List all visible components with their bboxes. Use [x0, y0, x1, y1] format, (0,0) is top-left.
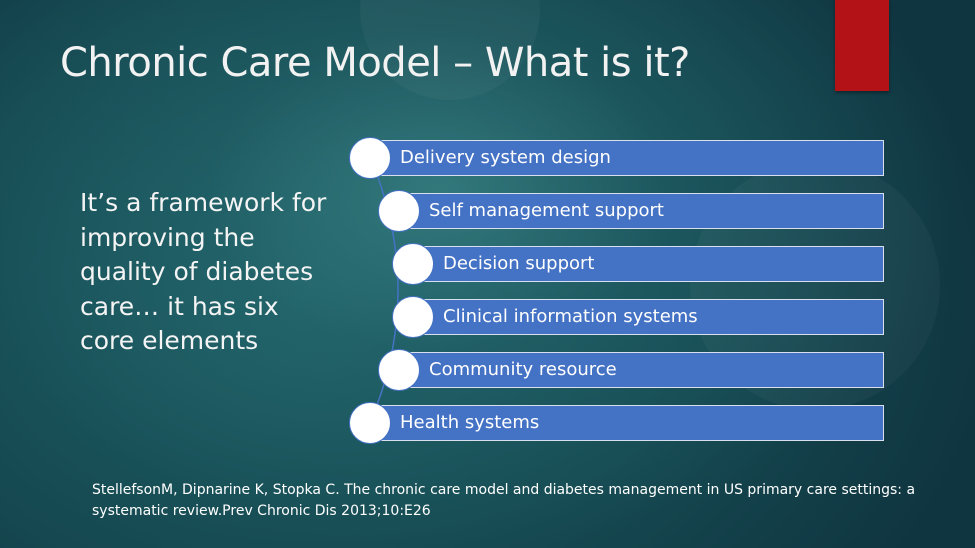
element-label: Clinical information systems — [443, 306, 698, 327]
element-item-delivery-system-design: Delivery system design — [370, 140, 884, 176]
element-bullet-circle — [392, 243, 434, 285]
element-bullet-circle — [392, 296, 434, 338]
element-bullet-circle — [349, 402, 391, 444]
list-connector-arc — [369, 156, 399, 424]
accent-tab — [835, 0, 889, 91]
element-item-clinical-information-systems: Clinical information systems — [413, 299, 884, 335]
element-item-community-resource: Community resource — [399, 352, 884, 388]
body-text: It’s a framework for improving the quali… — [80, 188, 327, 355]
element-label: Decision support — [443, 253, 595, 274]
element-label: Health systems — [400, 412, 540, 433]
element-bullet-circle — [349, 137, 391, 179]
element-label: Self management support — [429, 200, 664, 221]
element-item-decision-support: Decision support — [413, 246, 884, 282]
citation: StellefsonM, Dipnarine K, Stopka C. The … — [92, 482, 916, 519]
element-label: Community resource — [429, 359, 617, 380]
element-item-self-management-support: Self management support — [399, 193, 884, 229]
element-bullet-circle — [378, 190, 420, 232]
slide-title: Chronic Care Model – What is it? — [60, 40, 690, 86]
element-item-health-systems: Health systems — [370, 405, 884, 441]
element-bullet-circle — [378, 349, 420, 391]
element-label: Delivery system design — [400, 147, 611, 168]
